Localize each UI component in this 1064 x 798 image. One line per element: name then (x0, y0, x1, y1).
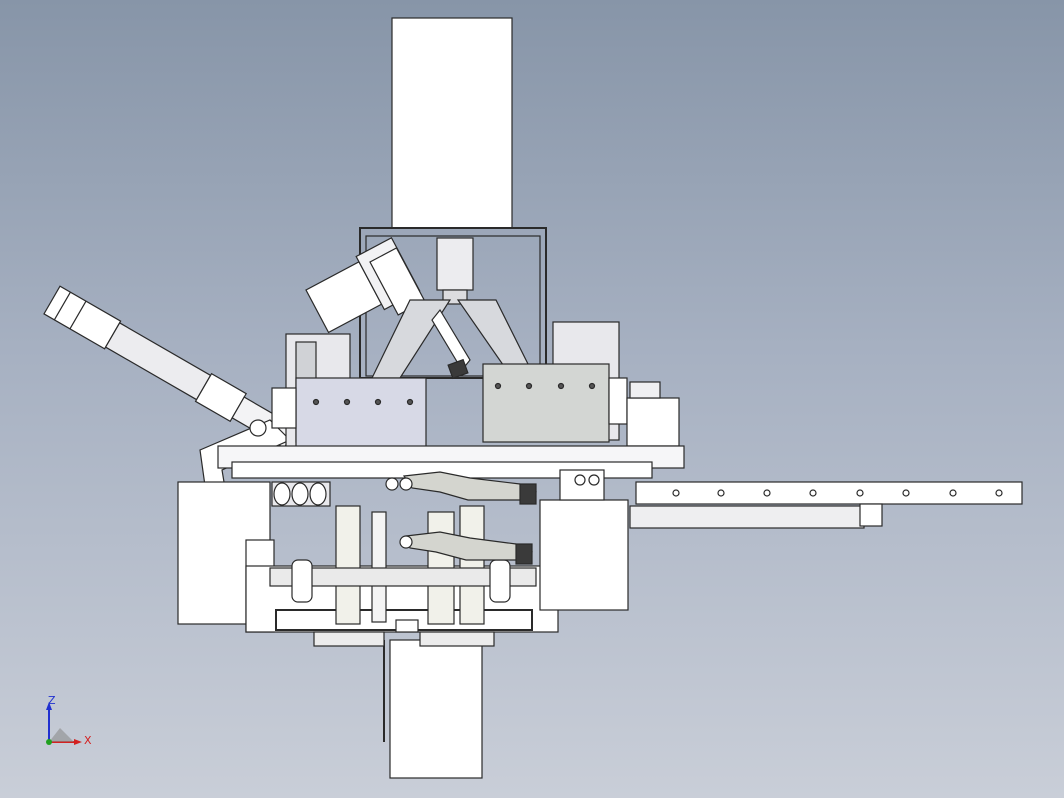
spindle (436, 237, 474, 291)
right-slide-block (482, 363, 610, 443)
rollers (271, 481, 331, 507)
rail-holes (672, 489, 1003, 497)
axis-triad: Z X (38, 694, 98, 758)
left-pivot (249, 419, 267, 437)
right-side-block (626, 397, 680, 447)
x-axis-label: X (84, 734, 92, 747)
right-cylinder (629, 505, 865, 529)
left-slide-block (295, 377, 427, 451)
guide-rod-center-left (371, 511, 387, 623)
right-rail (635, 481, 1023, 505)
guide-rod-right (459, 505, 485, 625)
v-linkage (371, 299, 533, 380)
cross-shaft (269, 567, 537, 587)
y-axis-icon (46, 739, 52, 745)
lower-gripper (399, 531, 533, 565)
upper-gripper (385, 471, 537, 505)
bottom-column (389, 639, 483, 779)
guide-rod-left (335, 505, 361, 625)
top-column (391, 17, 513, 229)
z-axis-label: Z (48, 694, 56, 707)
lower-right-housing (539, 499, 629, 611)
left-foot (313, 631, 385, 647)
right-foot (419, 631, 495, 647)
